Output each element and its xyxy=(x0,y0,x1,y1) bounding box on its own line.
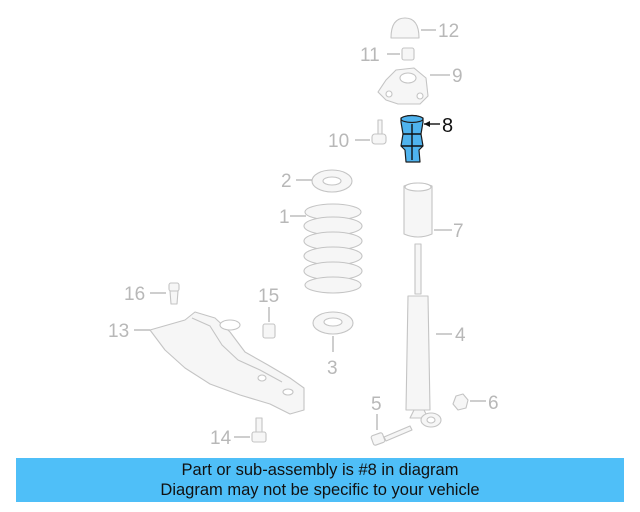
callout-7: 7 xyxy=(453,221,464,242)
part-12-cap: 12 xyxy=(390,17,459,42)
part-14-bolt: 14 xyxy=(210,417,267,449)
callout-5: 5 xyxy=(371,394,382,415)
callout-11: 11 xyxy=(360,45,380,66)
callout-8: 8 xyxy=(442,115,453,137)
callout-2: 2 xyxy=(281,171,292,192)
part-10-bolt: 10 xyxy=(328,119,387,152)
part-5-bolt: 5 xyxy=(370,394,413,446)
part-7-dust-boot: 7 xyxy=(403,182,464,242)
callout-9: 9 xyxy=(452,66,463,87)
callout-4: 4 xyxy=(455,325,466,346)
part-16-clip: 16 xyxy=(124,282,180,305)
callout-15: 15 xyxy=(258,286,279,307)
callout-16: 16 xyxy=(124,284,145,305)
callout-12: 12 xyxy=(438,21,459,42)
callout-3: 3 xyxy=(327,358,338,379)
exploded-parts-diagram: 12 11 9 8 10 2 xyxy=(108,17,499,449)
callout-10: 10 xyxy=(328,131,349,152)
part-1-coil-spring: 1 xyxy=(279,203,363,294)
callout-13: 13 xyxy=(108,321,129,342)
part-9-upper-mount: 9 xyxy=(377,66,463,105)
callout-1: 1 xyxy=(279,207,290,228)
part-8-bump-stop: 8 xyxy=(400,114,453,163)
part-6-nut: 6 xyxy=(452,393,499,414)
banner-line-1: Part or sub-assembly is #8 in diagram xyxy=(181,461,459,479)
part-2-spring-seat: 2 xyxy=(281,169,353,193)
callout-6: 6 xyxy=(488,393,499,414)
part-13-control-arm: 13 xyxy=(108,311,305,415)
callout-14: 14 xyxy=(210,428,232,449)
part-4-shock-absorber: 4 xyxy=(405,243,466,428)
info-banner: Part or sub-assembly is #8 in diagram Di… xyxy=(16,458,624,502)
part-3-lower-seat: 3 xyxy=(312,311,354,379)
part-15-stud: 15 xyxy=(258,286,279,339)
banner-line-2: Diagram may not be specific to your vehi… xyxy=(160,481,480,499)
part-11-nut: 11 xyxy=(360,45,415,66)
